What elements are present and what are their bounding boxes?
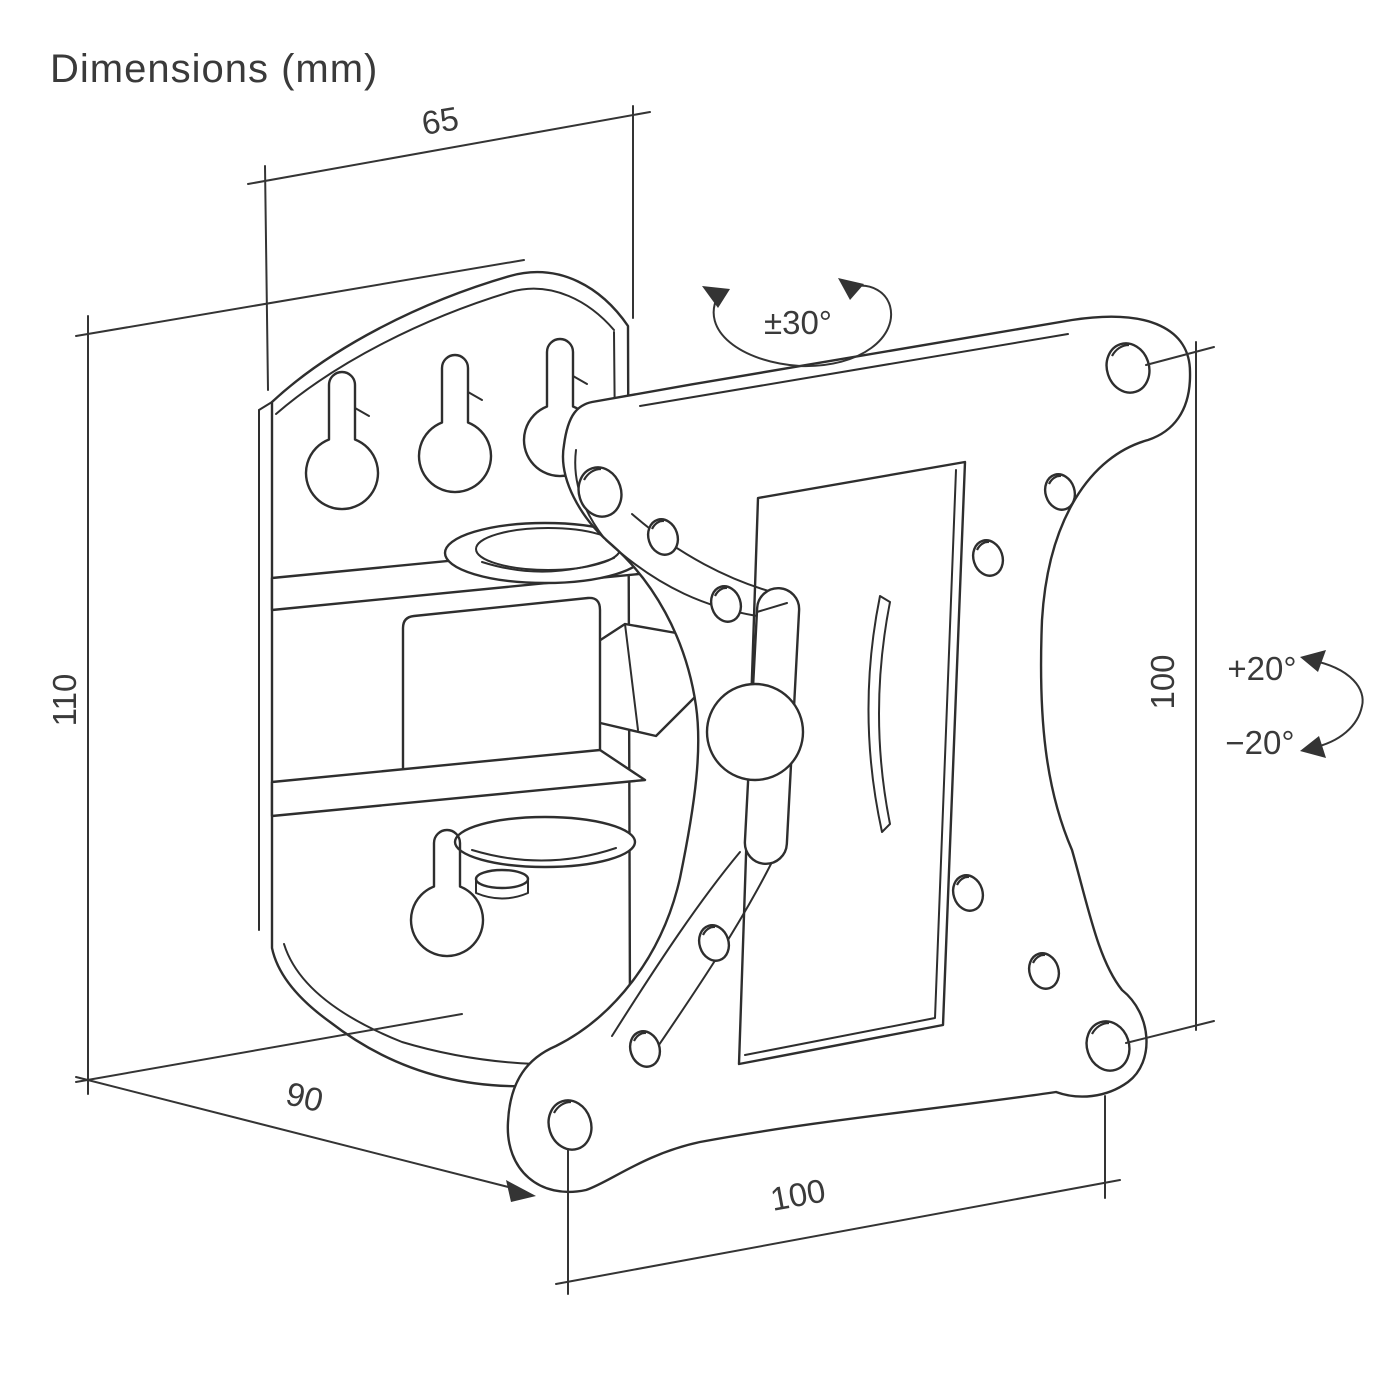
vesa-center-window — [737, 460, 967, 1066]
dim-110-label: 110 — [46, 674, 83, 727]
dim-110-extension-lines — [75, 259, 525, 1083]
dim-65-line — [247, 111, 651, 185]
dimension-65: 65 — [247, 99, 651, 391]
wall-plate-arch-thickness — [275, 287, 615, 415]
dimension-100-right: 100 — [1125, 341, 1215, 1044]
keyhole-slot-4 — [409, 828, 485, 958]
capsule-slot-thickness — [756, 602, 788, 613]
tilt-arrowhead-down-icon — [1300, 736, 1326, 758]
hinge-assembly — [270, 521, 753, 958]
top-disc-lens — [481, 557, 615, 573]
swivel-ellipse-arrow — [712, 284, 893, 368]
ball-knob — [705, 682, 805, 782]
swivel-arrowhead-left-icon — [702, 286, 730, 308]
swivel-arrowhead-right-icon — [838, 278, 864, 300]
dim-100-bottom-line — [555, 1179, 1121, 1285]
keyhole-slot-1 — [304, 370, 380, 511]
dim-65-extension-lines — [264, 105, 634, 391]
tilt-down-label: −20° — [1225, 724, 1294, 761]
vesa-top-edge-thickness — [639, 333, 1069, 407]
tilt-arc-arrow — [1309, 659, 1364, 749]
tilt-angle-annotation: +20° −20° — [1225, 650, 1364, 761]
page-title: Dimensions (mm) — [50, 47, 378, 91]
keyhole-thickness-ticks — [354, 375, 588, 417]
dimension-110: 110 — [46, 259, 525, 1095]
dim-100-right-extension-lines — [1125, 346, 1215, 1044]
swivel-angle-annotation: ±30° — [702, 278, 893, 368]
wall-plate-corner-join — [258, 401, 273, 411]
vesa-plate — [506, 315, 1192, 1193]
lower-disc-inner-arc — [471, 847, 617, 862]
tilt-arc-slot — [867, 595, 891, 833]
tilt-arrowhead-up-icon — [1300, 650, 1326, 672]
dim-65-label: 65 — [419, 99, 461, 142]
dim-90-label: 90 — [283, 1075, 327, 1120]
keyhole-slot-2 — [417, 353, 493, 494]
dim-90-arrowhead-icon — [506, 1180, 536, 1202]
dim-100-bottom-label: 100 — [767, 1171, 828, 1217]
vesa-window-thickness — [744, 469, 957, 1056]
screw-head — [475, 879, 529, 900]
dimension-90: 90 — [75, 1075, 536, 1202]
dim-100-bottom-extension-lines — [567, 1095, 1106, 1295]
hex-nut-facet — [624, 623, 639, 731]
dim-100-right-label: 100 — [1144, 654, 1181, 709]
swivel-angle-label: ±30° — [764, 304, 832, 341]
channel-bottom-shelf — [270, 748, 647, 818]
tilt-up-label: +20° — [1227, 650, 1296, 687]
dim-90-line — [75, 1076, 525, 1192]
screw-head-top — [474, 868, 530, 890]
